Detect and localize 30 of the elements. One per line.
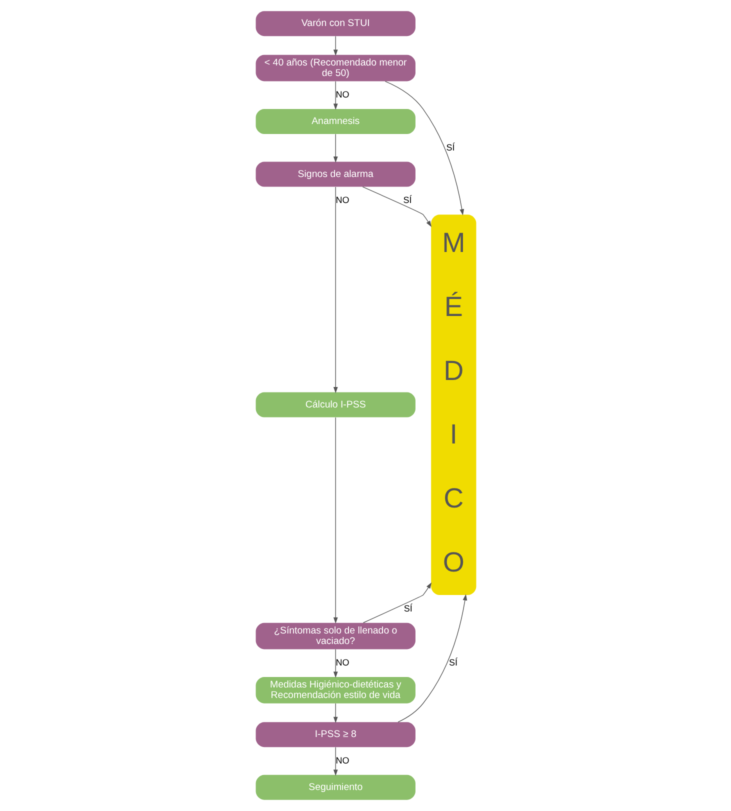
edge-label: NO: [335, 195, 349, 206]
edge-label: NO: [335, 657, 349, 668]
node-box: ¿Síntomas solo de llenado o vaciado?: [255, 622, 415, 650]
arrow: [384, 80, 464, 216]
arrow: [332, 134, 338, 163]
node-box: Medidas Higiénico-dietéticas y Recomendación estilo de vida: [255, 676, 415, 704]
node-box: Seguimiento: [255, 774, 415, 800]
edge-label: SÍ: [402, 195, 412, 206]
arrow: [332, 703, 338, 724]
edge-label: SÍ: [403, 603, 412, 614]
edge-label: NO: [335, 755, 349, 766]
arrow: [332, 648, 338, 678]
node-box: Cálculo I-PSS: [255, 392, 415, 418]
arrow: [332, 186, 338, 394]
node-box: < 40 años (Recomendado menor de 50): [255, 54, 415, 82]
arrow: [332, 36, 338, 56]
edge-label: SÍ: [448, 657, 458, 668]
node-box: Varón con STUI: [255, 11, 415, 36]
arrow: [332, 417, 338, 624]
edge-label: NO: [335, 90, 349, 100]
node-box: I-PSS ≥ 8: [255, 722, 415, 748]
arrow: [362, 186, 432, 228]
arrow: [332, 746, 338, 776]
edge-label: SÍ: [446, 142, 454, 152]
arrow: [332, 81, 338, 110]
arrow: [362, 582, 432, 624]
arrow: [397, 594, 467, 722]
node-box: MÉDICO: [430, 214, 476, 596]
node-box: Signos de alarma: [255, 162, 415, 187]
node-box: Anamnesis: [255, 109, 415, 134]
